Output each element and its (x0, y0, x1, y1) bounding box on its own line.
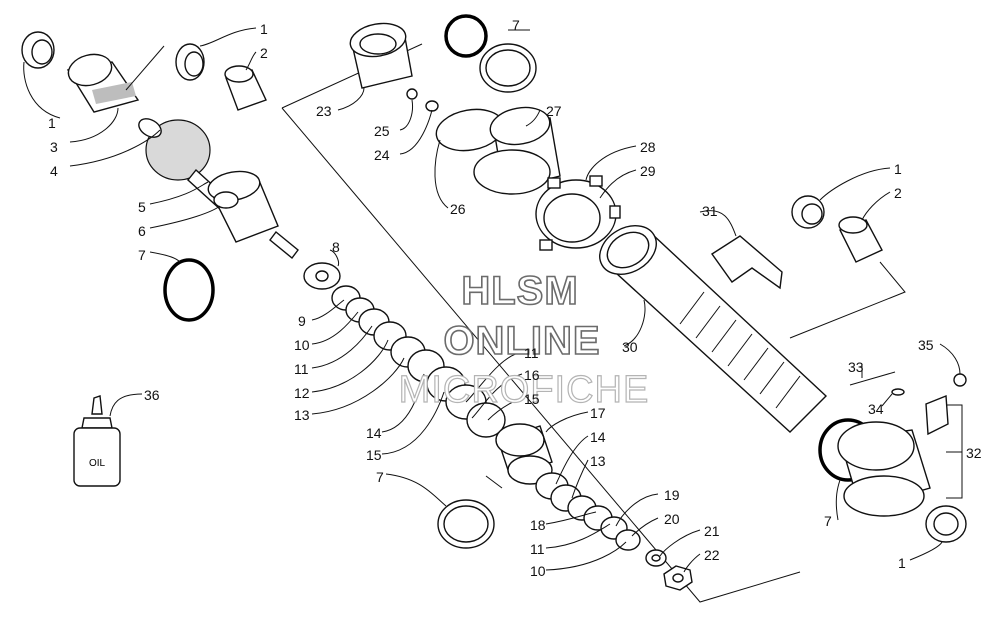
shaft-and-mount (136, 115, 298, 258)
callout-32: 32 (966, 445, 982, 461)
callout-7: 7 (824, 513, 832, 529)
oil-bottle-label: OIL (89, 458, 106, 469)
seal-ring-lower (438, 500, 494, 548)
spring-clip (712, 236, 782, 288)
callout-35: 35 (918, 337, 934, 353)
callout-19: 19 (664, 487, 680, 503)
callout-30: 30 (622, 339, 638, 355)
callout-17: 17 (590, 405, 606, 421)
reservoir-cap (348, 19, 412, 88)
air-valve (892, 374, 966, 434)
callout-11: 11 (294, 361, 309, 377)
callout-5: 5 (138, 199, 146, 215)
callout-33: 33 (848, 359, 864, 375)
callout-2: 2 (894, 185, 902, 201)
callout-16: 16 (524, 367, 540, 383)
callout-7: 7 (512, 17, 520, 33)
callout-31: 31 (702, 203, 718, 219)
reservoir-base (838, 422, 966, 542)
callout-21: 21 (704, 523, 720, 539)
watermark-line1: HLSM (461, 269, 578, 313)
callout-28: 28 (640, 139, 656, 155)
callout-14: 14 (366, 425, 382, 441)
callout-29: 29 (640, 163, 656, 179)
watermark-line2: ONLINE (443, 319, 600, 363)
callout-18: 18 (530, 517, 546, 533)
o-ring-top (446, 16, 486, 56)
callout-2: 2 (260, 45, 268, 61)
callout-7: 7 (138, 247, 146, 263)
callout-10: 10 (294, 337, 310, 353)
bushing-upper-right (176, 44, 204, 80)
callout-15: 15 (524, 391, 540, 407)
callout-1: 1 (48, 115, 56, 131)
callout-22: 22 (704, 547, 720, 563)
callout-9: 9 (298, 313, 306, 329)
callout-36: 36 (144, 387, 160, 403)
callout-12: 12 (294, 385, 310, 401)
seal-ring-top (480, 44, 536, 92)
callout-13: 13 (590, 453, 606, 469)
callout-20: 20 (664, 511, 680, 527)
callout-13: 13 (294, 407, 310, 423)
callout-6: 6 (138, 223, 146, 239)
callout-27: 27 (546, 103, 562, 119)
callout-4: 4 (50, 163, 58, 179)
callout-26: 26 (450, 201, 466, 217)
callout-25: 25 (374, 123, 390, 139)
callout-8: 8 (332, 239, 340, 255)
sleeve (65, 50, 138, 112)
oil-bottle: OIL (74, 396, 120, 486)
callout-14: 14 (590, 429, 606, 445)
o-ring-left (165, 260, 213, 320)
callout-1: 1 (894, 161, 902, 177)
upper-eye-parts (22, 32, 266, 112)
callout-11: 11 (524, 345, 539, 361)
spacer-upper (225, 66, 266, 110)
callout-1: 1 (898, 555, 906, 571)
callout-24: 24 (374, 147, 390, 163)
callout-34: 34 (868, 401, 884, 417)
callout-11: 11 (530, 541, 545, 557)
spring-seat (433, 103, 560, 194)
lower-eye-parts (792, 196, 882, 262)
callout-15: 15 (366, 447, 382, 463)
callout-1: 1 (260, 21, 268, 37)
small-fittings (407, 89, 438, 111)
bushing-upper-left (22, 32, 54, 68)
callout-10: 10 (530, 563, 546, 579)
callout-7: 7 (376, 469, 384, 485)
callout-23: 23 (316, 103, 332, 119)
callout-3: 3 (50, 139, 58, 155)
